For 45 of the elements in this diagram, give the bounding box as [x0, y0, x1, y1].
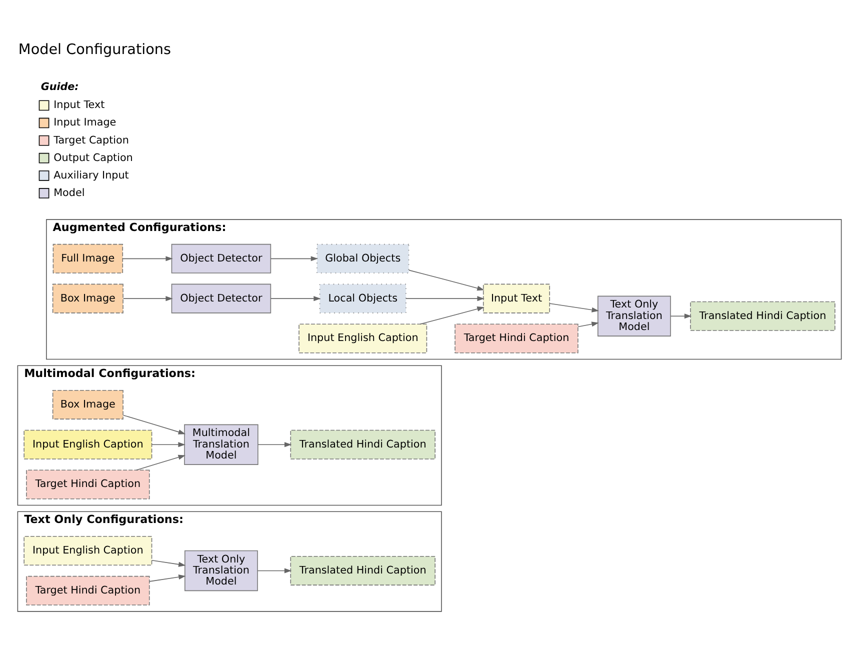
legend-label: Output Caption — [54, 152, 133, 164]
arrow — [151, 442, 186, 448]
node-box: Target Hindi Caption — [26, 576, 150, 606]
legend-label: Auxiliary Input — [54, 169, 129, 182]
node-box: Target Hindi Caption — [454, 324, 578, 354]
arrow — [408, 270, 484, 291]
arrow — [122, 256, 173, 262]
arrow — [270, 256, 318, 262]
arrow — [420, 306, 484, 324]
label: Guide: — [40, 80, 79, 93]
arrow — [270, 296, 321, 302]
diagram-title: Model Configurations — [18, 42, 171, 58]
node-box: Text Only Translation Model — [598, 296, 671, 336]
node-box: Translated Hindi Caption — [690, 301, 836, 331]
arrow — [578, 322, 599, 328]
arrow — [258, 442, 292, 448]
arrow — [406, 296, 484, 302]
legend-label: Input Image — [54, 116, 116, 129]
node-box: Target Hindi Caption — [26, 470, 150, 500]
node-box: Input English Caption — [298, 324, 428, 354]
legend-label: Target Caption — [54, 134, 129, 146]
arrow — [151, 560, 186, 567]
arrow — [149, 574, 186, 582]
node-box: Object Detector — [171, 244, 272, 274]
legend-label: Input Text — [54, 99, 105, 112]
node-box: Full Image — [52, 244, 124, 274]
node-box: Global Objects — [316, 244, 410, 274]
node-box: Multimodal Translation Model — [184, 424, 258, 465]
node-box: Input English Caption — [24, 536, 152, 566]
arrow — [257, 568, 292, 574]
node-box: Text Only Translation Model — [184, 550, 258, 592]
arrow — [122, 296, 173, 302]
arrow — [549, 303, 599, 312]
node-box: Input English Caption — [24, 430, 152, 460]
node-box: Object Detector — [171, 284, 272, 314]
arrow — [122, 414, 186, 434]
node-box: Translated Hindi Caption — [290, 556, 436, 586]
node-box: Box Image — [52, 390, 124, 420]
node-box: Translated Hindi Caption — [290, 430, 436, 460]
node-box: Local Objects — [319, 284, 406, 314]
legend-label: Model — [54, 186, 85, 199]
node-box: Input Text — [482, 284, 550, 314]
arrow — [670, 314, 692, 319]
node-box: Box Image — [52, 284, 124, 314]
arrow — [136, 454, 186, 471]
